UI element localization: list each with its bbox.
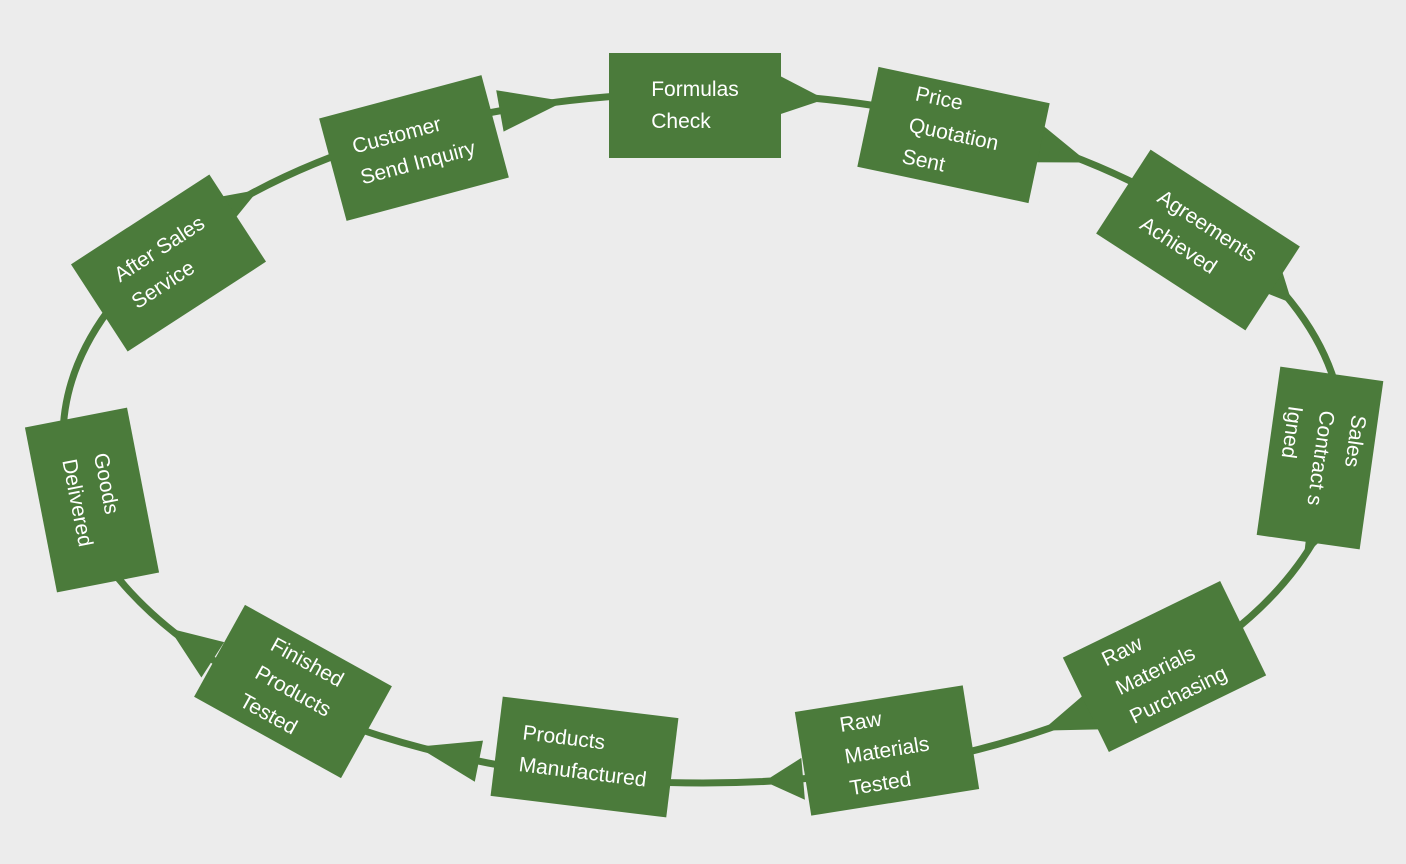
node-formulas-check[interactable]: Formulas Check [609, 53, 781, 158]
node-label: Products Manufactured [517, 717, 652, 796]
node-label: Formulas Check [651, 74, 739, 138]
connector-wedge [774, 74, 825, 117]
node-label: Sales Contract s Igned [1266, 404, 1374, 512]
connector-wedge [169, 628, 225, 678]
label-line: Formulas [651, 77, 739, 101]
connector-wedge [417, 740, 483, 782]
label-line: Check [651, 109, 711, 133]
node-label: Goods Delivered [52, 450, 132, 549]
connector-wedge [764, 757, 805, 800]
connector-wedge [496, 90, 565, 132]
node-label: Customer Send Inquiry [349, 102, 479, 194]
node-products-manufactured[interactable]: Products Manufactured [490, 696, 679, 818]
node-label: Price Quotation Sent [899, 79, 1008, 192]
node-label: Raw Materials Tested [837, 696, 936, 804]
